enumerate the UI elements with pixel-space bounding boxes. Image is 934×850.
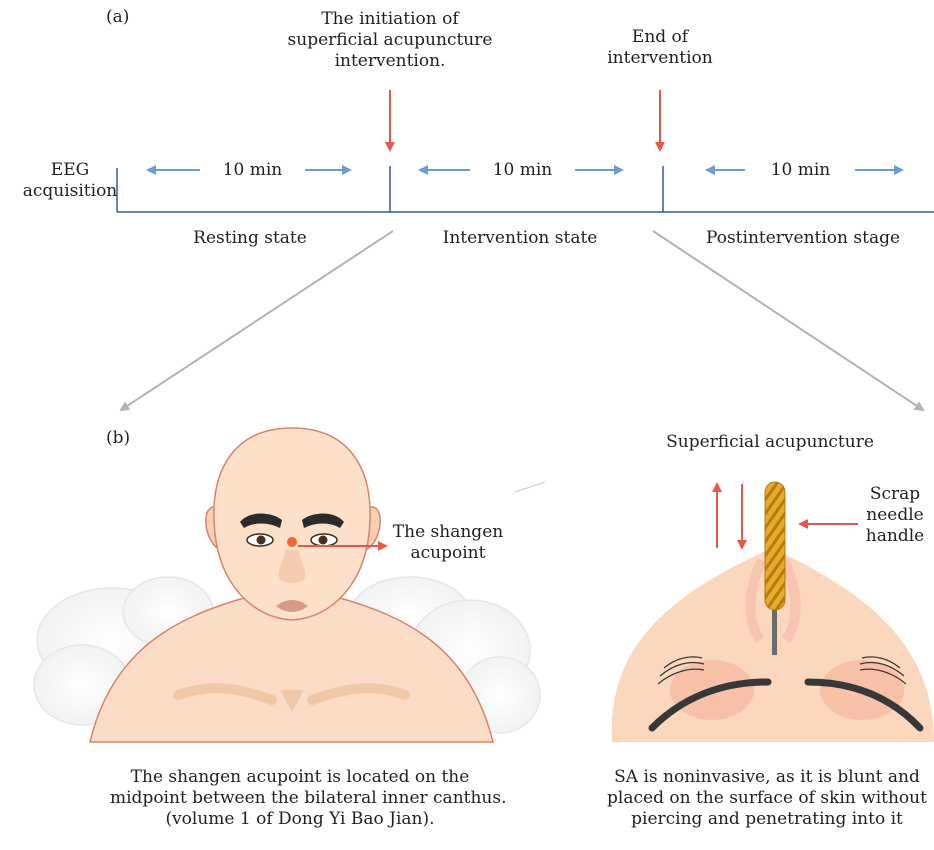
sa-caption: SA is noninvasive, as it is blunt and pl… [600, 767, 934, 830]
shangen-acupoint-dot [287, 537, 297, 547]
acupoint-label: The shangen acupoint [378, 522, 518, 564]
acupoint-label-line: acupoint [378, 543, 518, 564]
needle-label-line: needle [856, 505, 934, 526]
intervention-end-annotation: End of intervention [600, 27, 720, 69]
stray-mark [515, 482, 545, 492]
caption-line: placed on the surface of skin without [600, 788, 934, 809]
row-label-line: EEG [20, 160, 120, 181]
face-illustration [34, 428, 540, 742]
stage-label-intervention: Intervention state [420, 228, 620, 249]
caption-line: (volume 1 of Dong Yi Bao Jian). [110, 809, 490, 830]
row-label-line: acquisition [20, 181, 120, 202]
stage-label-resting: Resting state [160, 228, 340, 249]
eeg-acquisition-label: EEG acquisition [20, 160, 120, 202]
panel-a-label: (a) [106, 7, 129, 28]
connector-to-needle [653, 231, 923, 410]
intervention-start-annotation: The initiation of superficial acupunctur… [262, 9, 518, 72]
needle-label-line: handle [856, 526, 934, 547]
face-caption: The shangen acupoint is located on the m… [110, 767, 490, 830]
sa-title: Superficial acupuncture [660, 432, 880, 453]
duration-label-post: 10 min [748, 160, 853, 181]
acupoint-label-line: The shangen [378, 522, 518, 543]
caption-line: The shangen acupoint is located on the [110, 767, 490, 788]
panel-b-label: (b) [106, 428, 130, 449]
needle-handle-label: Scrap needle handle [856, 484, 934, 547]
annotation-line: superficial acupuncture [262, 30, 518, 51]
annotation-line: The initiation of [262, 9, 518, 30]
duration-label-intervention: 10 min [470, 160, 575, 181]
connector-to-face [121, 231, 393, 410]
duration-label-resting: 10 min [200, 160, 305, 181]
stage-label-post: Postintervention stage [693, 228, 913, 249]
caption-line: piercing and penetrating into it [600, 809, 934, 830]
caption-line: midpoint between the bilateral inner can… [110, 788, 490, 809]
annotation-line: intervention. [262, 51, 518, 72]
needle-label-line: Scrap [856, 484, 934, 505]
needle-handle [765, 482, 785, 610]
caption-line: SA is noninvasive, as it is blunt and [600, 767, 934, 788]
annotation-line: intervention [600, 48, 720, 69]
annotation-line: End of [600, 27, 720, 48]
